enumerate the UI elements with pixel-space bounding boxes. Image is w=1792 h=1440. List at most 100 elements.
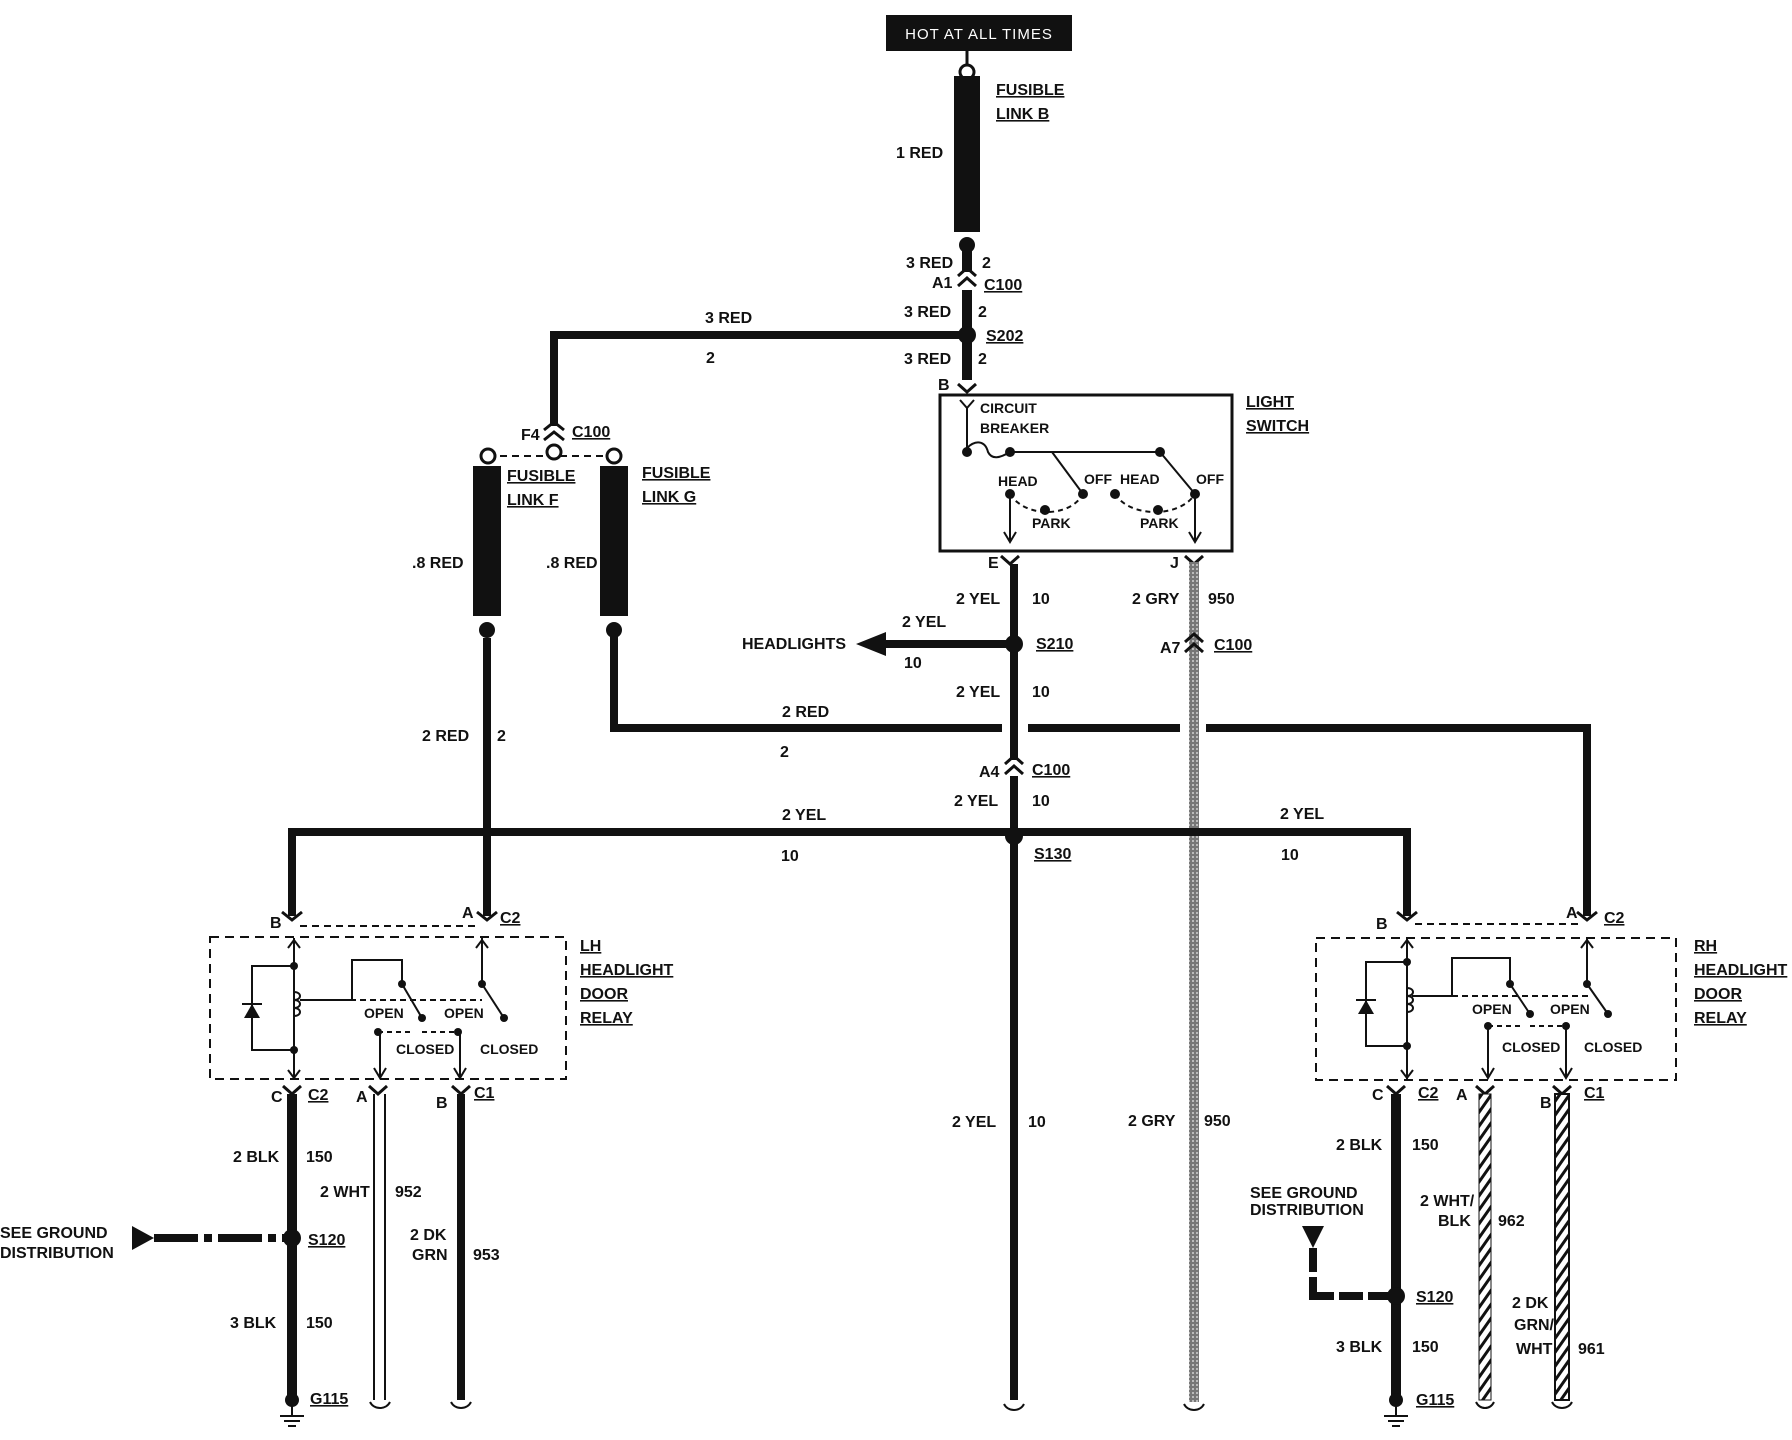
circuit-950-b: 950 xyxy=(1204,1113,1231,1130)
fusible-link-f-label-2: LINK F xyxy=(507,492,559,509)
lh-pin-a-bottom: A xyxy=(356,1089,368,1106)
light-switch-label-1: LIGHT xyxy=(1246,394,1294,411)
wire-label-2-yel-lh: 2 YEL xyxy=(782,807,826,824)
rh-closed-1: CLOSED xyxy=(1502,1039,1560,1055)
lh-circuit-150-a: 150 xyxy=(306,1149,333,1166)
rh-pin-b: B xyxy=(1376,916,1388,933)
pin-e: E xyxy=(988,555,999,572)
rh-circuit-150-a: 150 xyxy=(1412,1137,1439,1154)
fusible-link-g-label-2: LINK G xyxy=(642,489,696,506)
lh-headlight-door-relay xyxy=(209,925,567,1080)
wire-label-08-red-g: .8 RED xyxy=(546,555,598,572)
pin-a1: A1 xyxy=(932,275,953,292)
rh-pin-b-bottom: B xyxy=(1540,1095,1552,1112)
red-branch-wire xyxy=(543,331,967,442)
rh-pin-a-bottom: A xyxy=(1456,1087,1468,1104)
splice-s202: S202 xyxy=(986,328,1023,345)
connector-c100-c: C100 xyxy=(1032,762,1070,779)
circuit-breaker-label-2: BREAKER xyxy=(980,420,1049,436)
connector-c100-b: C100 xyxy=(572,424,610,441)
wire-label-2-yel-d: 2 YEL xyxy=(952,1114,996,1131)
rh-connector-c2-top: C2 xyxy=(1604,910,1625,927)
wire-label-2-yel-c: 2 YEL xyxy=(954,793,998,810)
rh-relay-label-1: RH xyxy=(1694,938,1717,955)
lh-wire-grn: GRN xyxy=(412,1247,448,1264)
circuit-2-c: 2 xyxy=(978,351,987,368)
rh-ground-distribution-arrow xyxy=(1302,1226,1396,1300)
circuit-10-hl: 10 xyxy=(904,655,922,672)
circuit-10-c: 10 xyxy=(1032,793,1050,810)
wire-label-08-red-f: .8 RED xyxy=(412,555,464,572)
rh-wire-2-blk: 2 BLK xyxy=(1336,1137,1383,1154)
rh-ground-dist-label-2: DISTRIBUTION xyxy=(1250,1202,1364,1219)
lh-splice-s120: S120 xyxy=(308,1232,345,1249)
lh-ground-distribution-arrow xyxy=(132,1226,292,1250)
wire-label-2-yel-a: 2 YEL xyxy=(956,591,1000,608)
circuit-10-lh: 10 xyxy=(781,848,799,865)
circuit-2-d: 2 xyxy=(706,350,715,367)
rh-circuit-962: 962 xyxy=(1498,1213,1525,1230)
rh-relay-label-2: HEADLIGHT xyxy=(1694,962,1788,979)
connector-c100-a: C100 xyxy=(984,277,1022,294)
lh-open-1: OPEN xyxy=(364,1005,404,1021)
lh-relay-label-3: DOOR xyxy=(580,986,628,1003)
hot-at-all-times-label: HOT AT ALL TIMES xyxy=(886,15,1072,51)
lh-wire-2-wht: 2 WHT xyxy=(320,1184,370,1201)
circuit-10-a: 10 xyxy=(1032,591,1050,608)
rh-ground-wire xyxy=(1384,1084,1408,1427)
rh-pin-c: C xyxy=(1372,1087,1384,1104)
switch-head-label-2: HEAD xyxy=(1120,471,1160,487)
circuit-2-g: 2 xyxy=(780,744,789,761)
rh-relay-label-3: DOOR xyxy=(1694,986,1742,1003)
rh-closed-2: CLOSED xyxy=(1584,1039,1642,1055)
lh-wire-3-blk: 3 BLK xyxy=(230,1315,277,1332)
pin-b-switch: B xyxy=(938,377,950,394)
lh-wht-952-wire xyxy=(368,1084,391,1409)
switch-off-label-1: OFF xyxy=(1084,471,1112,487)
rh-wht-blk-962-wire xyxy=(1475,1084,1495,1409)
rh-splice-s120: S120 xyxy=(1416,1289,1453,1306)
lh-connector-c1: C1 xyxy=(474,1085,495,1102)
pin-f4: F4 xyxy=(521,427,540,444)
rh-relay-label-4: RELAY xyxy=(1694,1010,1747,1027)
circuit-950-a: 950 xyxy=(1208,591,1235,608)
lh-dk-grn-953-wire xyxy=(450,1084,472,1409)
rh-wire-grn-wht-1: GRN/ xyxy=(1514,1317,1555,1334)
gry-circuit-950 xyxy=(1183,554,1205,1411)
switch-park-label-2: PARK xyxy=(1140,515,1179,531)
lh-open-2: OPEN xyxy=(444,1005,484,1021)
rh-connector-c2-bottom: C2 xyxy=(1418,1085,1439,1102)
fusible-link-b-label-2: LINK B xyxy=(996,106,1049,123)
lh-pin-c: C xyxy=(271,1089,283,1106)
wire-label-2-red-f: 2 RED xyxy=(422,728,469,745)
wire-label-2-gry-a: 2 GRY xyxy=(1132,591,1180,608)
circuit-2-f: 2 xyxy=(497,728,506,745)
rh-circuit-150-b: 150 xyxy=(1412,1339,1439,1356)
wire-label-2-yel-rh: 2 YEL xyxy=(1280,806,1324,823)
connector-c100-d: C100 xyxy=(1214,637,1252,654)
splice-s130: S130 xyxy=(1034,846,1071,863)
lh-pin-b-bottom: B xyxy=(436,1095,448,1112)
fusible-link-b xyxy=(954,51,980,253)
rh-open-1: OPEN xyxy=(1472,1001,1512,1017)
headlights-arrow xyxy=(856,632,1014,656)
wire-label-3-red-c: 3 RED xyxy=(904,351,951,368)
wire-label-3-red-d: 3 RED xyxy=(705,310,752,327)
circuit-10-b: 10 xyxy=(1032,684,1050,701)
rh-headlight-door-relay xyxy=(1315,923,1677,1081)
rh-connector-c1: C1 xyxy=(1584,1085,1605,1102)
lh-relay-label-1: LH xyxy=(580,938,601,955)
rh-wire-wht-blk-2: BLK xyxy=(1438,1213,1471,1230)
rh-open-2: OPEN xyxy=(1550,1001,1590,1017)
rh-dk-grn-wht-961-wire xyxy=(1551,1084,1573,1409)
fusible-link-g-label-1: FUSIBLE xyxy=(642,465,711,482)
red-circuit-2-g xyxy=(610,630,1598,922)
switch-park-label-1: PARK xyxy=(1032,515,1071,531)
svg-text:HOT AT ALL TIMES: HOT AT ALL TIMES xyxy=(905,26,1053,43)
rh-ground-g115: G115 xyxy=(1416,1392,1454,1409)
fusible-link-b-label-1: FUSIBLE xyxy=(996,82,1065,99)
circuit-2-b: 2 xyxy=(978,304,987,321)
lh-ground-g115: G115 xyxy=(310,1391,348,1408)
wire-label-2-gry-b: 2 GRY xyxy=(1128,1113,1176,1130)
